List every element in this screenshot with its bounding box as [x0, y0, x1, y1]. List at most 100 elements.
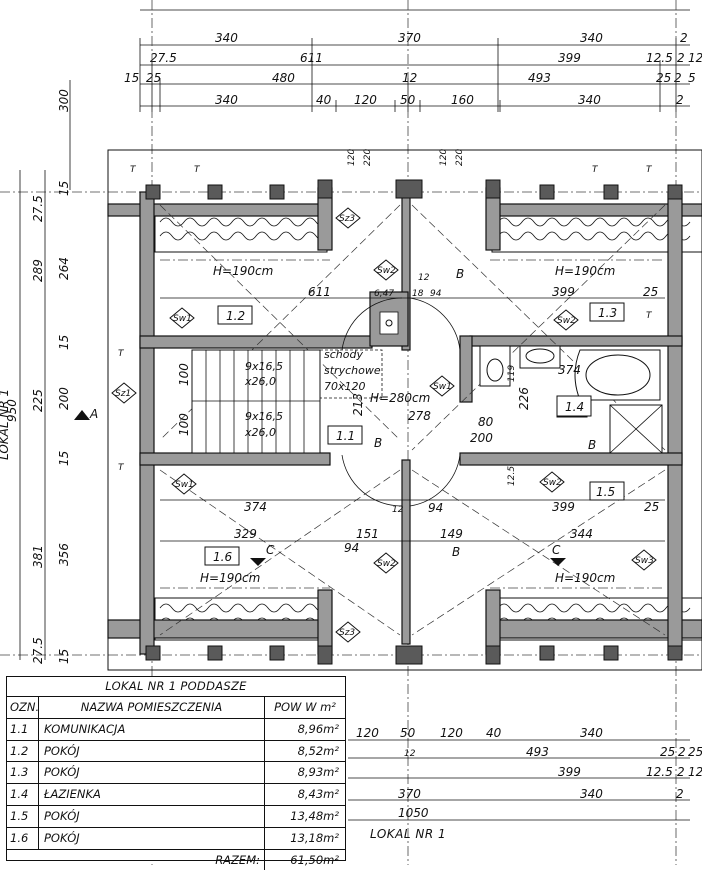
row-area: 13,48m² — [290, 808, 339, 823]
total-value: 61,50m² — [290, 852, 339, 867]
tag-t-7: T — [646, 311, 653, 321]
bottom-dim-12: 12.5 — [646, 765, 673, 779]
schedule-total-row: RAZEM: 61,50m² — [7, 849, 345, 870]
plan-dim-94b: 94 — [344, 541, 359, 555]
left-dim-5: 950 — [5, 399, 19, 422]
plan-dim-25a: 25 — [643, 285, 658, 299]
section-arrow-a-icon — [74, 410, 90, 420]
row-ozn: 1.3 — [7, 762, 39, 784]
columns — [145, 179, 683, 665]
row-ozn: 1.6 — [7, 827, 39, 849]
top-dim-1: 340 — [215, 31, 238, 45]
stairs-spec-2b: x26,0 — [244, 426, 276, 439]
section-mark-b4: B — [452, 545, 460, 559]
row-area: 8,93m² — [297, 765, 339, 780]
section-mark-b2: B — [374, 436, 382, 450]
room-1-6-tag: 1.6 — [213, 550, 232, 564]
tag-t-3: T — [592, 165, 599, 175]
stairs-spec-1b: x26,0 — [244, 375, 276, 388]
left-dim-1: 300 — [57, 89, 71, 112]
plan-dim-647: 6,47 — [374, 289, 394, 299]
top-dim-6: 611 — [300, 51, 323, 65]
plan-dim-100b: 100 — [177, 413, 191, 436]
header-area: POW W m² — [274, 700, 336, 714]
header-name: NAZWA POMIESZCZENIA — [39, 697, 265, 718]
height-label-1: H=190cm — [213, 264, 273, 278]
top-dim-20: 40 — [316, 93, 332, 107]
stairs: 9x16,5 x26,0 9x16,5 x26,0 schody strycho… — [191, 348, 383, 454]
top-dim-18: 5 — [688, 71, 696, 85]
table-row: 1.5 POKÓJ 13,48m² — [7, 805, 345, 828]
plan-dim-213: 213 — [351, 393, 365, 416]
section-mark-b3: B — [588, 438, 596, 452]
row-ozn: 1.1 — [7, 718, 39, 740]
plan-dim-12b: 12 — [392, 505, 404, 515]
top-dim-11: 15 — [124, 71, 139, 85]
left-dim-6: 381 — [31, 545, 45, 568]
row-area: 8,52m² — [297, 743, 339, 758]
top-dim-24: 340 — [578, 93, 601, 107]
table-row: 1.4 ŁAZIENKA 8,43m² — [7, 784, 345, 806]
top-dim-25: 2 — [676, 93, 684, 107]
tag-sw3-a: Sw3 — [635, 556, 654, 566]
attic-stairs-3: 70x120 — [324, 380, 366, 393]
top-dim-9: 2 — [677, 51, 685, 65]
plan-dim-12a: 12 — [418, 273, 430, 283]
plan-dim-226: 226 — [517, 387, 531, 410]
height-label-4: H=190cm — [555, 571, 615, 585]
left-dim-8: 15 — [57, 181, 71, 196]
row-name: POKÓJ — [39, 827, 265, 849]
tag-sz1-a: Sz1 — [115, 389, 131, 399]
left-dim-11: 200 — [57, 387, 71, 410]
plan-dim-329: 329 — [234, 527, 257, 541]
top-dimension-lines: 340 370 340 2 27.5 611 399 12.5 2 12. 15… — [124, 9, 702, 112]
room-schedule-table: LOKAL NR 1 PODDASZE OZN. NAZWA POMIESZCZ… — [6, 676, 346, 870]
left-dim-10: 15 — [57, 335, 71, 350]
small-dim-120b: 120 — [439, 149, 449, 166]
section-mark-c2: C — [552, 543, 561, 557]
plan-dim-25b: 25 — [644, 500, 659, 514]
tag-sw2-a: Sw2 — [377, 266, 396, 276]
left-dim-4: 225 — [31, 389, 45, 412]
bottom-dimension-lines: 120 50 120 40 340 12 493 25 2 25 399 12.… — [348, 726, 702, 821]
plan-dim-374a: 374 — [558, 363, 581, 377]
bottom-dim-10: 25 — [688, 745, 702, 759]
tag-sw1-b: Sw1 — [175, 480, 194, 490]
table-row: 1.6 POKÓJ 13,18m² — [7, 827, 345, 850]
tag-sw1-a: Sw1 — [173, 314, 192, 324]
tag-t-2: T — [194, 165, 201, 175]
bottom-dim-9: 2 — [678, 745, 686, 759]
section-arrow-c-icon — [250, 558, 266, 566]
bottom-dim-2: 50 — [400, 726, 416, 740]
tag-t-4: T — [646, 165, 653, 175]
top-dim-7: 399 — [558, 51, 581, 65]
left-dim-14: 15 — [57, 649, 71, 664]
top-dim-8: 12.5 — [646, 51, 673, 65]
tag-t-6: T — [118, 463, 125, 473]
left-dim-2: 27.5 — [31, 195, 45, 222]
bottom-dim-7: 493 — [526, 745, 549, 759]
bottom-dim-1: 120 — [356, 726, 379, 740]
row-name: POKÓJ — [39, 805, 265, 827]
plan-dim-100a: 100 — [177, 363, 191, 386]
top-dim-13: 480 — [272, 71, 295, 85]
left-dim-9: 264 — [57, 257, 71, 280]
attic-stairs-1: schody — [324, 348, 363, 361]
top-dim-2: 370 — [398, 31, 421, 45]
left-dim-12: 15 — [57, 451, 71, 466]
side-lokal-label: LOKAL NR 1 — [0, 389, 11, 460]
bathroom-fixtures — [479, 345, 663, 454]
section-mark-c1: C — [266, 543, 275, 557]
schedule-header-row: OZN. NAZWA POMIESZCZENIA POW W m² — [7, 697, 345, 719]
plan-dim-399b: 399 — [552, 500, 575, 514]
tag-t-1: T — [130, 165, 137, 175]
section-arrow-c2-icon — [550, 558, 566, 566]
top-dim-3: 340 — [580, 31, 603, 45]
plan-dim-278: 278 — [408, 409, 431, 423]
bottom-dim-6: 12 — [404, 749, 416, 759]
stairs-spec-1a: 9x16,5 — [245, 360, 283, 373]
section-mark-a: A — [89, 407, 98, 421]
plan-dim-611: 611 — [308, 285, 331, 299]
top-dim-12: 25 — [146, 71, 161, 85]
top-dim-14: 12 — [402, 71, 417, 85]
